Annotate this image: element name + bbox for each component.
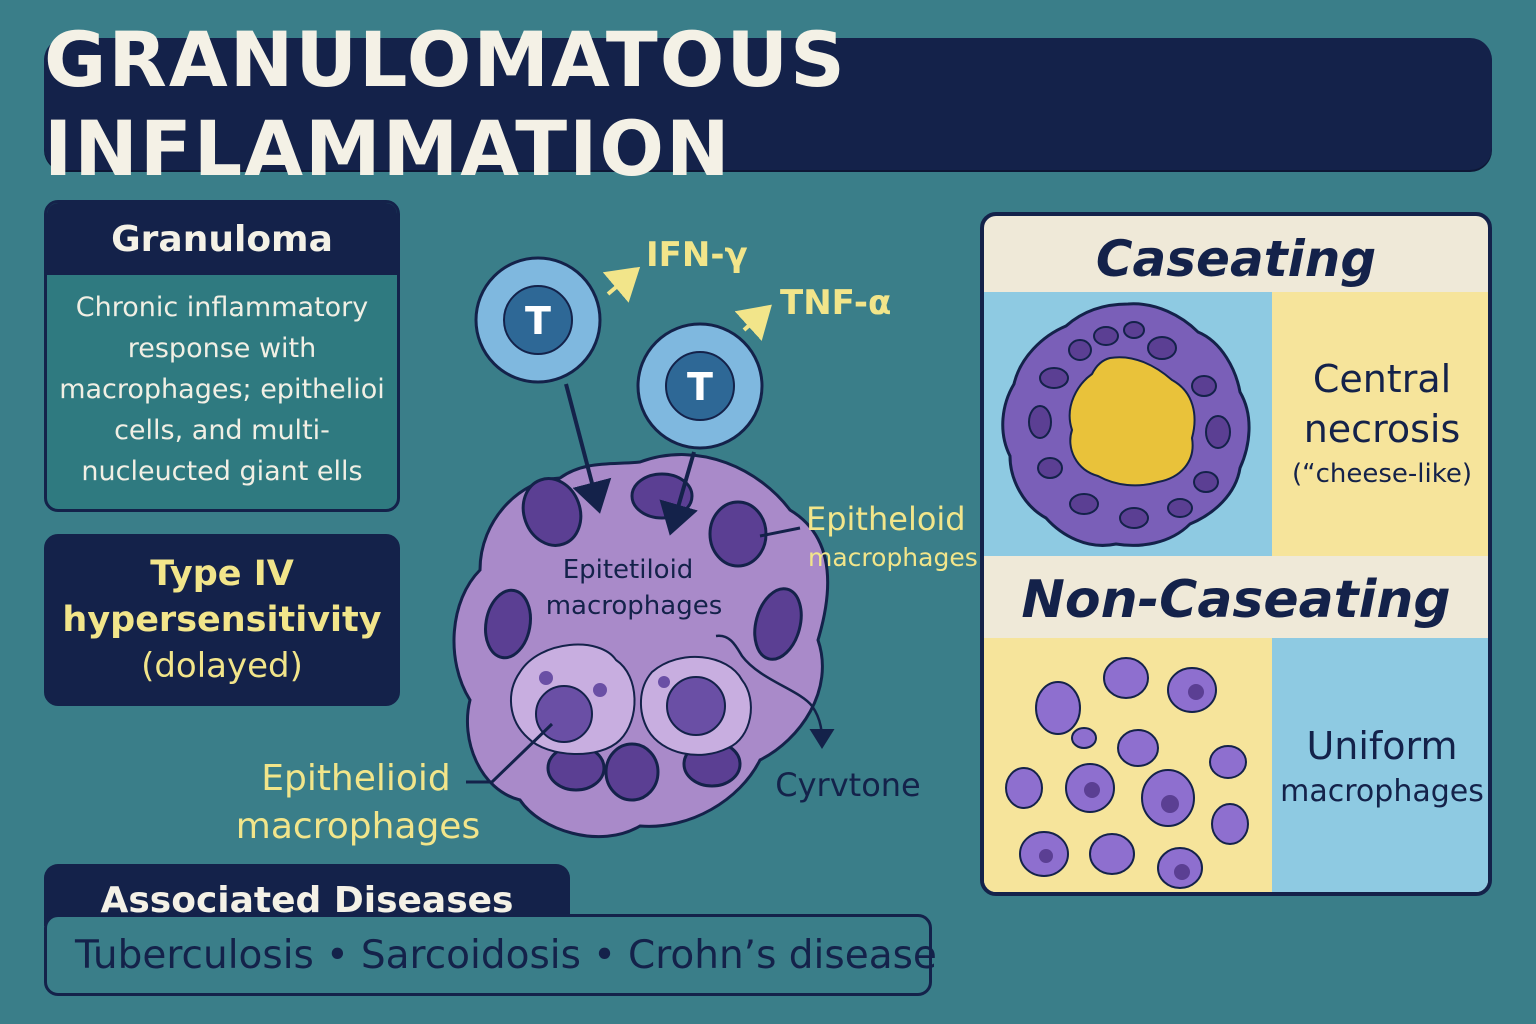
epitheloid-label: macrophages [808,543,978,572]
ifn-arrow [602,266,641,303]
nucleus [708,500,768,568]
caseating-granuloma-illustration [1001,302,1251,547]
title-banner: GRANULOMATOUS INFLAMMATION [44,15,1492,193]
page-title: GRANULOMATOUS INFLAMMATION [44,15,847,193]
giant-cells [509,643,752,756]
nucleus [604,742,660,802]
associated-diseases-list: Tuberculosis • Sarcoidosis • Crohn’s dis… [44,914,937,996]
hypersensitivity-name: hypersensitivity [62,600,382,640]
granuloma-line: macrophages; epithelioi [59,374,385,405]
ifn-gamma-label: IFN-γ [646,235,748,275]
t-cell-1: T [474,256,602,384]
cytokine-label: Cyrvtone [775,766,920,804]
epithelioid-label: Epithelioid [261,758,451,799]
central-necrosis [1068,356,1196,487]
t-cell-arrow [564,383,612,514]
hypersensitivity-note: (dolayed) [141,646,303,686]
center-label: Epitetiloid [563,555,694,585]
granuloma-types-panel: Caseating Central necros [980,212,1492,896]
epithelioid-label: macrophages [236,806,480,847]
giant-cell-nucleus [593,683,607,697]
hypersensitivity-type: Type IV [150,554,294,594]
cytokine-pointer [715,634,835,749]
tnf-alpha-label: TNF-α [780,283,891,323]
caseating-label: Central [1312,357,1452,401]
caseating-label-panel: Central necrosis (“cheese-like) [1272,292,1488,556]
giant-cell-nucleus [535,685,593,743]
macrophage-nuclei-small [1039,684,1204,880]
giant-cell-nucleus [658,676,670,688]
epitheloid-pointer [759,526,801,538]
caseating-nuclei [1028,321,1231,529]
giant-cell-nucleus [666,676,726,736]
disease-separator: • [325,932,349,978]
non-caseating-image-panel [984,638,1272,892]
caseating-heading: Caseating [1095,230,1377,288]
tnf-arrow [734,304,772,341]
non-caseating-label: Uniform [1306,724,1458,768]
nucleus [484,588,532,660]
granuloma-definition: Chronic inflammatory response with macro… [47,275,397,492]
granuloma-line: nucleucted giant ells [81,456,363,487]
disease-item: Crohn’s disease [627,932,937,978]
epithelioid-pointer [466,722,554,784]
non-caseating-label: macrophages [1280,774,1484,809]
non-caseating-heading: Non-Caseating [1021,570,1451,630]
t-cell-arrow [659,451,698,536]
t-cell-label: T [525,299,551,343]
granuloma-heading: Granuloma [47,203,397,275]
disease-item: Sarcoidosis [360,932,581,978]
caseating-note: (“cheese-like) [1291,459,1473,489]
granuloma-line: cells, and multi- [114,415,330,446]
non-caseating-label-panel: Uniform macrophages [1272,638,1488,892]
epitheloid-label: Epitheloid [806,500,966,538]
hypersensitivity-card: Type IV hypersensitivity (dolayed) [44,534,400,706]
granuloma-line: Chronic inflammatory [75,292,369,323]
non-caseating-illustration [1005,657,1249,889]
granuloma-card: Granuloma Chronic inflammatory response … [44,200,400,512]
disease-item: Tuberculosis [75,932,314,978]
caseating-label: necrosis [1303,407,1461,451]
t-cell-2: T [636,322,764,450]
giant-cell-nucleus [539,671,553,685]
center-label: macrophages [546,591,723,621]
caseating-image-panel [984,292,1272,556]
granuloma-line: response with [127,333,317,364]
macrophage-nuclei [484,472,803,802]
t-cell-label: T [687,365,713,409]
disease-separator: • [592,932,616,978]
nucleus [753,587,803,661]
